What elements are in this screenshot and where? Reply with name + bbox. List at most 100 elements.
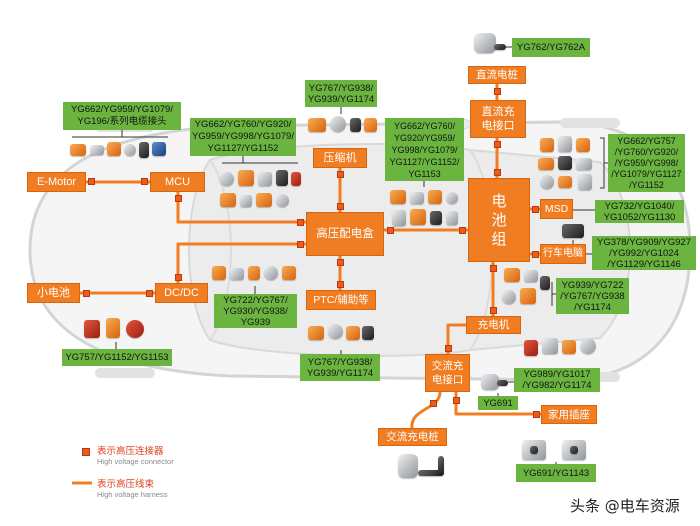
connector-image bbox=[392, 210, 406, 226]
hv-connector-marker bbox=[337, 259, 344, 266]
connector-image bbox=[106, 318, 120, 338]
connector-image bbox=[578, 174, 592, 190]
hv-connector-marker bbox=[532, 251, 539, 258]
connector-image bbox=[291, 172, 301, 186]
callout-charger-parts bbox=[551, 282, 556, 306]
connector-image bbox=[220, 193, 236, 207]
hv-connector-marker bbox=[297, 219, 304, 226]
component-mcu: MCU bbox=[150, 172, 205, 192]
hv-connector-marker bbox=[297, 241, 304, 248]
hv-connector-marker bbox=[533, 411, 540, 418]
part-number-line: YG767/YG938/ bbox=[308, 82, 374, 94]
part-number-line: YG1127/YG1152 bbox=[207, 143, 279, 154]
connector-image bbox=[256, 193, 272, 207]
part-numbers-vehicle-computer: YG378/YG909/YG927 /YG992/YG1024 /YG1129/… bbox=[592, 236, 696, 270]
connector-image bbox=[410, 192, 424, 204]
connector-image bbox=[428, 190, 442, 204]
part-number-line: YG939/YG722 bbox=[561, 279, 624, 291]
connector-image bbox=[350, 118, 361, 132]
connector-image bbox=[576, 158, 592, 170]
harness-distribution-box-dcdc bbox=[176, 242, 306, 283]
connector-image bbox=[542, 338, 558, 354]
connector-image bbox=[580, 338, 596, 354]
part-number-line: YG722/YG767/ bbox=[223, 294, 288, 306]
part-number-line: YG378/YG909/YG927 bbox=[596, 236, 691, 248]
component-dcdc: DC/DC bbox=[155, 283, 208, 303]
hv-connector-marker bbox=[83, 290, 90, 297]
connector-image bbox=[538, 158, 554, 170]
connector-image bbox=[524, 340, 538, 356]
part-numbers-ptc: YG722/YG767/ YG930/YG938/ YG939 bbox=[214, 294, 297, 328]
part-numbers-ac-charging-port: YG989/YG1017 /YG982/YG1174 bbox=[514, 368, 600, 392]
part-number-line: YG662/YG760/YG920/ bbox=[194, 119, 292, 130]
connector-image bbox=[84, 320, 100, 338]
plug-image bbox=[530, 446, 538, 454]
connector-image bbox=[139, 142, 149, 158]
connector-image bbox=[328, 324, 343, 339]
plug-image bbox=[481, 374, 499, 390]
component-vehicle-computer: 行车电脑 bbox=[540, 244, 586, 264]
part-number-line: YG939/YG1174 bbox=[306, 367, 374, 379]
connector-image bbox=[248, 266, 260, 280]
component-label-line: 池 bbox=[491, 211, 507, 229]
connector-image bbox=[362, 326, 374, 340]
connector-image bbox=[70, 144, 86, 156]
legend-harness-label-en: High voltage harness bbox=[97, 490, 168, 499]
connector-image bbox=[107, 142, 121, 156]
part-numbers-cable-joints: YG662/YG959/YG1079/ YG196/系列电缆接头 bbox=[63, 102, 181, 130]
connector-image bbox=[240, 195, 252, 207]
connector-image bbox=[264, 266, 278, 280]
connector-image bbox=[126, 320, 144, 338]
connector-image bbox=[562, 340, 576, 354]
plug-image bbox=[474, 33, 496, 53]
car-wheel-front-bottom bbox=[95, 368, 155, 378]
part-numbers-dc-charging-pile: YG762/YG762A bbox=[512, 38, 590, 57]
connector-image bbox=[152, 142, 166, 156]
part-number-line: YG1052/YG1130 bbox=[603, 211, 676, 223]
component-label: MCU bbox=[164, 176, 191, 188]
legend-connector-swatch bbox=[82, 448, 90, 456]
hv-connector-marker bbox=[337, 203, 344, 210]
part-number-line: YG762/YG762A bbox=[516, 42, 586, 53]
part-number-line: YG1153 bbox=[408, 168, 441, 179]
plug-image bbox=[570, 446, 578, 454]
part-number-line: /YG959/YG998/ bbox=[614, 157, 679, 168]
hv-connector-marker bbox=[459, 227, 466, 234]
component-charger: 充电机 bbox=[466, 316, 521, 334]
hv-connector-marker bbox=[490, 265, 497, 272]
legend-connector-label: 表示高压连接器 bbox=[97, 446, 164, 457]
hv-connector-marker bbox=[175, 274, 182, 281]
cable-image bbox=[494, 44, 506, 50]
hv-connector-marker bbox=[337, 171, 344, 178]
hv-connector-marker bbox=[453, 397, 460, 404]
connector-image bbox=[346, 326, 360, 340]
hv-connector-marker bbox=[490, 307, 497, 314]
part-number-line: YG662/YG760/ bbox=[393, 120, 456, 131]
hv-connector-marker bbox=[387, 227, 394, 234]
component-label-line: 电接口 bbox=[481, 120, 515, 132]
part-numbers-hv-distribution-box: YG662/YG760/ YG920/YG959/ YG998/YG1079/ … bbox=[385, 118, 464, 181]
connector-image bbox=[502, 290, 516, 304]
component-label: 高压配电盒 bbox=[316, 228, 374, 240]
component-label-line: 组 bbox=[491, 230, 507, 248]
part-number-line: YG691 bbox=[483, 397, 513, 409]
legend-harness-label: 表示高压线束 bbox=[97, 479, 155, 490]
component-label: 家用插座 bbox=[548, 408, 590, 421]
component-dc-charging-pile: 直流电桩 bbox=[468, 66, 526, 84]
connector-image bbox=[390, 190, 406, 204]
part-number-line: YG939 bbox=[240, 316, 271, 328]
connector-image bbox=[282, 266, 296, 280]
part-number-line: YG920/YG959/ bbox=[393, 132, 456, 143]
connector-image bbox=[540, 276, 550, 290]
part-number-line: YG691/YG1143 bbox=[522, 467, 590, 479]
legend-connector-label-en: High voltage connector bbox=[97, 457, 174, 466]
component-label: 压缩机 bbox=[323, 152, 357, 164]
part-number-line: YG989/YG1017 bbox=[523, 369, 591, 380]
harness-charger-ac-port bbox=[446, 323, 466, 354]
car-wheel-rear-top bbox=[560, 118, 620, 128]
component-ptc: PTC/辅助等 bbox=[306, 290, 376, 310]
connector-image bbox=[124, 144, 136, 156]
hv-connector-marker bbox=[494, 169, 501, 176]
connector-image bbox=[230, 268, 244, 280]
hv-connector-marker bbox=[494, 141, 501, 148]
